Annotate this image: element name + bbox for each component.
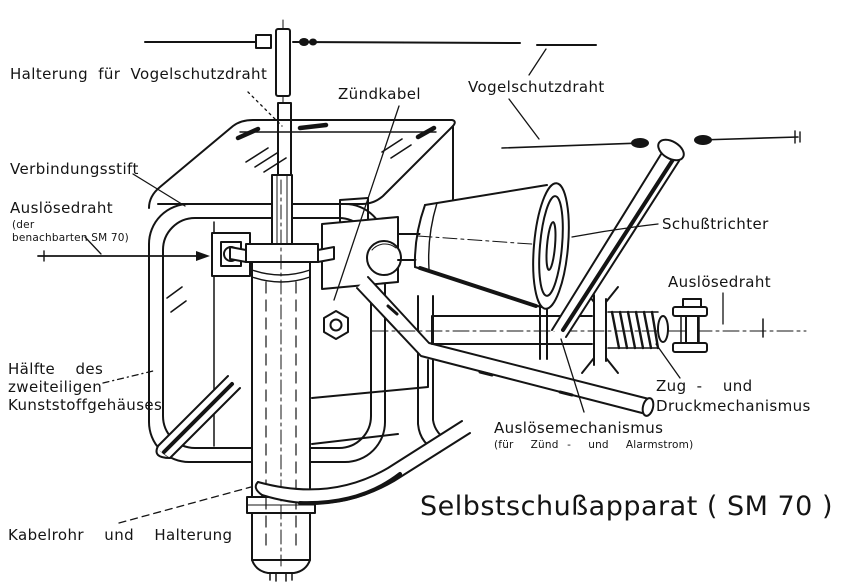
- label-ausloesemechanismus: Auslösemechanismus: [494, 419, 663, 437]
- label-schusstrichter: Schußtrichter: [662, 215, 769, 233]
- label-ausloesedraht-rechts: Auslösedraht: [668, 273, 771, 291]
- leader-zug-druck: [655, 343, 681, 379]
- label-verbindungsstift: Verbindungsstift: [10, 160, 139, 178]
- mounting-rod-lower-left: [155, 375, 241, 459]
- pull-push-clamp: [657, 298, 708, 353]
- shade-dabs-top: [235, 122, 437, 141]
- firing-mechanism-block: [321, 197, 431, 340]
- coil-spring: [607, 310, 660, 350]
- figure-title: Selbstschußapparat ( SM 70 ): [420, 491, 833, 522]
- leader-vogelschutzdraht: [508, 48, 547, 140]
- trigger-rod-assembly: [371, 286, 807, 374]
- line-art: [37, 19, 807, 582]
- strut-shading: [386, 304, 574, 397]
- leader-kabelrohr: [118, 486, 252, 524]
- support-strut: [356, 276, 655, 417]
- label-zug-und: Zug - und: [656, 377, 753, 395]
- bird-protection-wire-top: [144, 34, 597, 49]
- cable-pipe: [229, 174, 335, 582]
- leader-lines: [84, 48, 724, 524]
- leader-ausloesemechanismus: [560, 338, 585, 413]
- support-rod-and-wire: [501, 130, 801, 338]
- label-ausloesedraht-links: Auslösedraht: [10, 199, 113, 217]
- label-halterung: Halterung für Vogelschutzdraht: [10, 65, 267, 83]
- leader-zuendkabel: [333, 105, 400, 301]
- leader-schusstrichter: [571, 223, 659, 238]
- leader-gehaeuse: [102, 370, 154, 384]
- label-gehaeuse-zeile2: zweiteiligen: [8, 378, 102, 396]
- labels: Halterung für Vogelschutzdraht Verbindun…: [8, 65, 833, 544]
- label-kabelrohr: Kabelrohr und Halterung: [8, 526, 232, 544]
- hatching-top-left: [245, 147, 287, 173]
- conduit-tube: [417, 295, 451, 453]
- leader-ausloesedraht-links: [84, 236, 102, 255]
- leader-halterung: [247, 91, 283, 127]
- label-ausloesemechanismus-sub: (für Zünd - und Alarmstrom): [494, 439, 693, 451]
- label-gehaeuse-zeile3: Kunststoffgehäuses: [8, 396, 162, 414]
- holder-loop: [254, 420, 471, 506]
- label-vogelschutzdraht: Vogelschutzdraht: [468, 78, 605, 96]
- trip-wire-left: [37, 250, 210, 262]
- label-ausloesedraht-links-sub2: benachbarten SM 70): [12, 232, 129, 244]
- label-zuendkabel: Zündkabel: [338, 85, 421, 103]
- hatching-front: [166, 286, 187, 313]
- shot-funnel: [413, 182, 570, 310]
- label-ausloesedraht-links-sub1: (der: [12, 219, 35, 231]
- leader-verbindungsstift: [132, 173, 186, 207]
- hatching-top-right: [381, 138, 412, 159]
- label-druckmechanismus: Druckmechanismus: [656, 397, 811, 415]
- wire-holder-mast: [275, 19, 292, 176]
- label-gehaeuse-zeile1: Hälfte des: [8, 360, 103, 378]
